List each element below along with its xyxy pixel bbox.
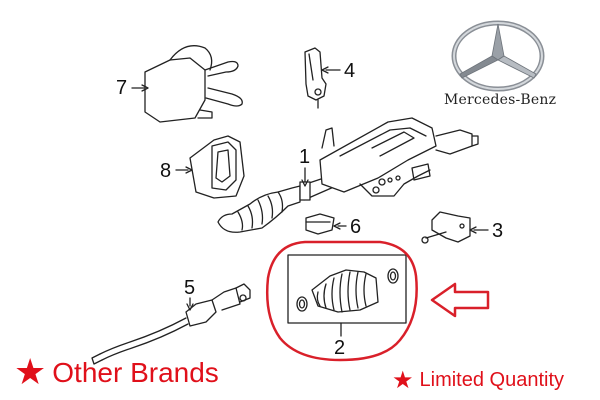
limited-quantity-badge: ★ Limited Quantity	[392, 366, 564, 394]
callout-7: 7	[116, 77, 128, 99]
callout-3: 3	[492, 220, 504, 242]
other-brands-label: Other Brands	[52, 356, 219, 388]
leader-lines	[131, 66, 489, 311]
callout-1: 1	[299, 146, 311, 168]
three-pointed-star-icon	[451, 20, 545, 92]
star-icon: ★	[14, 352, 47, 393]
part-1-steering-column	[217, 117, 479, 233]
limited-quantity-label: Limited Quantity	[419, 368, 565, 391]
part-2-boot-kit	[287, 254, 407, 337]
part-5-cable	[91, 283, 251, 365]
callout-6: 6	[350, 216, 362, 238]
other-brands-badge: ★ Other Brands	[14, 352, 219, 393]
callout-5: 5	[184, 277, 196, 299]
callout-2: 2	[334, 337, 346, 359]
callout-4: 4	[344, 60, 356, 82]
part-8-trim-cover	[189, 135, 245, 199]
highlight-ring	[265, 240, 418, 362]
left-arrow-icon	[430, 282, 490, 318]
part-7-switch-assembly	[144, 45, 243, 123]
part-6-connector	[305, 213, 335, 235]
brand-wordmark: Mercedes-Benz	[444, 92, 557, 108]
part-3-actuator	[421, 211, 471, 244]
callout-8: 8	[160, 160, 172, 182]
star-icon: ★	[392, 366, 414, 394]
part-4-sensor	[304, 47, 327, 109]
